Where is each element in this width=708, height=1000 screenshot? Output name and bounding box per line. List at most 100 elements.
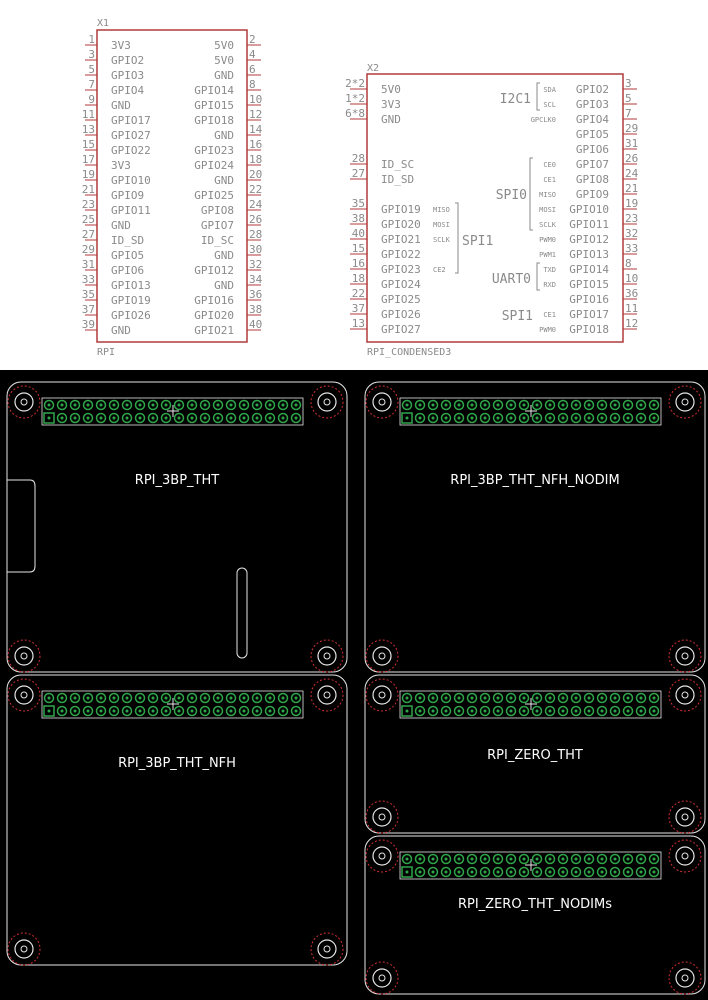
gpio-drill [60, 696, 64, 700]
x2-pin-label: ID_SC [381, 158, 414, 171]
board-label: RPI_3BP_THT_NFH_NODIM [450, 473, 619, 488]
gpio-pad [557, 412, 569, 424]
x2-pin-label: GPIO22 [381, 248, 421, 261]
gpio-drill [561, 709, 565, 713]
x2-pin-number: 19 [625, 197, 638, 210]
gpio-pad [134, 412, 146, 424]
mounting-hole-keepout [310, 678, 344, 712]
gpio-pad [290, 412, 302, 424]
x1-pin-number: 6 [249, 63, 256, 76]
gpio-pad [82, 399, 94, 411]
gpio-pad [186, 399, 198, 411]
gpio-drill [626, 403, 630, 407]
gpio-pad [82, 705, 94, 717]
mounting-hole [372, 846, 392, 866]
gpio-pad [147, 399, 159, 411]
gpio-drill [587, 403, 591, 407]
gpio-drill [561, 696, 565, 700]
gpio-drill [652, 403, 656, 407]
mounting-hole-keepout [310, 932, 344, 966]
gpio-drill [151, 696, 155, 700]
gpio-pad [173, 705, 185, 717]
gpio-pad [635, 866, 647, 878]
x1-pin-number: 36 [249, 288, 262, 301]
gpio-drill [294, 696, 298, 700]
x1-pin-number: 15 [82, 138, 95, 151]
x1-pin-label: GND [111, 219, 131, 232]
gpio-pad [264, 399, 276, 411]
gpio-drill [483, 857, 487, 861]
gpio-drill [639, 709, 643, 713]
x1-pin-number: 2 [249, 33, 256, 46]
gpio-drill [587, 870, 591, 874]
gpio-pad [570, 866, 582, 878]
gpio-drill [281, 709, 285, 713]
board-rpi-3bp-tht-nfh: RPI_3BP_THT_NFH [6, 674, 348, 966]
gpio-drill [587, 709, 591, 713]
gpio-drill [203, 403, 207, 407]
x1-pin-number: 31 [82, 258, 95, 271]
gpio-drill [125, 416, 129, 420]
gpio-pad [160, 399, 172, 411]
x2-pin-label: GPIO14 [569, 263, 609, 276]
x2-pin-label: GPIO25 [381, 293, 421, 306]
gpio-pad [108, 692, 120, 704]
gpio-drill [548, 416, 552, 420]
mounting-hole-center [681, 852, 689, 860]
board-rpi-zero-tht: RPI_ZERO_THT [364, 674, 706, 834]
gpio-pad [453, 866, 465, 878]
board-slot [236, 567, 248, 659]
gpio-pad [544, 705, 556, 717]
mounting-hole-center [20, 945, 28, 953]
gpio-drill [405, 870, 409, 874]
origin-cross [525, 405, 537, 417]
gpio-pad [56, 692, 68, 704]
x2-pin-function: CE1 [543, 311, 556, 319]
x2-pin-number: 21 [625, 182, 638, 195]
x2-pin-function: PWM0 [539, 326, 556, 334]
x1-pin-number: 14 [249, 123, 263, 136]
gpio-drill [444, 403, 448, 407]
gpio-pad [557, 692, 569, 704]
gpio-drill [47, 403, 51, 407]
board-label: RPI_ZERO_THT [487, 748, 583, 763]
gpio-drill [255, 696, 259, 700]
x1-pin-label: GPIO12 [194, 264, 234, 277]
x1-pin-number: 40 [249, 318, 262, 331]
x1-pin-label: GPIO16 [194, 294, 234, 307]
mounting-hole-keepout [668, 385, 702, 419]
gpio-pad [609, 705, 621, 717]
mounting-hole [675, 846, 695, 866]
x1-pin-number: 22 [249, 183, 262, 196]
gpio-drill [574, 857, 578, 861]
gpio-drill [639, 857, 643, 861]
gpio-pad [69, 412, 81, 424]
x2-pin-label: GPIO20 [381, 218, 421, 231]
gpio-drill [431, 709, 435, 713]
gpio-pad [290, 705, 302, 717]
board-label: RPI_3BP_THT [135, 473, 219, 488]
x1-pin-label: GPIO22 [111, 144, 151, 157]
x2-pin-number: 23 [625, 212, 638, 225]
gpio-pad [427, 399, 439, 411]
gpio-pad [583, 866, 595, 878]
gpio-pad [570, 705, 582, 717]
gpio-pad [557, 853, 569, 865]
gpio-pad [147, 705, 159, 717]
gpio-pad [622, 853, 634, 865]
origin-cross [167, 698, 179, 710]
gpio-pad [505, 853, 517, 865]
x2-pin-number: 5 [625, 92, 632, 105]
x1-pin-label: 3V3 [111, 39, 131, 52]
gpio-drill [483, 416, 487, 420]
gpio-drill [522, 857, 526, 861]
gpio-pad-1 [401, 866, 413, 878]
x2-pin-label: GPIO2 [576, 83, 609, 96]
x2-pin-label: GPIO12 [569, 233, 609, 246]
gpio-drill [652, 416, 656, 420]
gpio-pad [505, 692, 517, 704]
x1-pin-number: 25 [82, 213, 95, 226]
x1-pin-number: 27 [82, 228, 95, 241]
x2-pin-number: 8 [625, 257, 632, 270]
gpio-drill [405, 857, 409, 861]
